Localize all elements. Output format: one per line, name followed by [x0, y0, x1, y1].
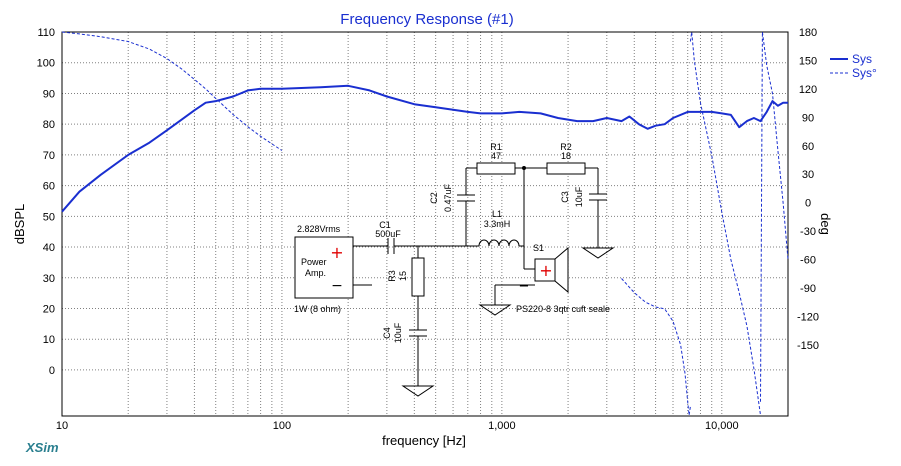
series-line-sys-phase [621, 278, 691, 416]
r1-value: 47 [491, 151, 501, 161]
x-tick-labels: 10 100 1,000 10,000 [56, 420, 739, 432]
y2-tick-label: 60 [802, 141, 814, 153]
power-amp-box [294, 236, 354, 299]
r2-name: R2 [560, 142, 572, 152]
r1-symbol [476, 162, 516, 175]
x-tick-label: 1,000 [488, 420, 516, 432]
y-tick-label: 0 [49, 365, 55, 377]
y-tick-label: 10 [43, 334, 55, 346]
plus-icon: + [539, 261, 552, 280]
r3-symbol [411, 257, 425, 297]
y-tick-label: 100 [37, 58, 55, 70]
r2-symbol [546, 162, 586, 175]
power-amp-label: Amp. [305, 268, 326, 278]
y-tick-label: 30 [43, 273, 55, 285]
l1-symbol [478, 239, 520, 247]
y-tick-label: 60 [43, 181, 55, 193]
c1-name: C1 [379, 220, 391, 230]
y2-tick-label: -120 [797, 311, 819, 323]
c2-name: C2 [429, 192, 439, 204]
x-tick-label: 10,000 [705, 420, 739, 432]
c3-name: C3 [560, 191, 570, 203]
y-tick-label: 80 [43, 119, 55, 131]
x-tick-label: 10 [56, 420, 68, 432]
plus-icon: + [330, 243, 343, 262]
y2-tick-label: -150 [797, 340, 819, 352]
source-voltage-label: 2.828Vrms [297, 224, 341, 234]
y-tick-label: 40 [43, 242, 55, 254]
y-tick-label: 110 [37, 27, 55, 39]
schematic-labels: 2.828Vrms Power Amp. 1W (8 ohm) + − C1 5… [294, 142, 610, 343]
power-amp-label: Power [301, 257, 327, 267]
minus-icon: − [331, 278, 343, 294]
c2-value: 0.47uF [443, 183, 453, 212]
y2-tick-label: -30 [800, 226, 816, 238]
series-line-sys [61, 84, 788, 213]
series-line-sys-phase [760, 31, 789, 402]
y2-tick-label: 0 [805, 198, 811, 210]
chart-title: Frequency Response (#1) [340, 11, 513, 28]
crossover-schematic [294, 162, 615, 397]
source-power-label: 1W (8 ohm) [294, 304, 341, 314]
ground-icon [478, 304, 512, 316]
y-tick-label: 70 [43, 150, 55, 162]
y2-tick-label: -60 [800, 255, 816, 267]
legend-label-sys-phase: Sys° [852, 66, 877, 80]
c4-name: C4 [382, 327, 392, 339]
r2-value: 18 [561, 151, 571, 161]
y2-tick-labels: 180 150 120 90 60 30 0 -30 -60 -90 -120 -150 [797, 27, 819, 352]
junction-dot [522, 166, 526, 170]
y2-axis-label: deg [818, 213, 833, 235]
l1-name: L1 [492, 209, 502, 219]
x-axis-label: frequency [Hz] [382, 433, 466, 448]
y-tick-label: 50 [43, 211, 55, 223]
y2-tick-label: 120 [799, 84, 817, 96]
xsim-logo: XSim [25, 440, 59, 455]
series-line-sys-phase [689, 31, 761, 416]
c1-value: 500uF [375, 229, 401, 239]
minus-icon: − [519, 279, 530, 294]
ground-icon [581, 247, 615, 259]
r3-name: R3 [387, 270, 397, 282]
c3-value: 10uF [574, 186, 584, 207]
series [61, 31, 789, 416]
c4-value: 10uF [393, 322, 403, 343]
y-axis-label: dBSPL [12, 204, 27, 244]
legend-label-sys: Sys [852, 52, 872, 66]
y2-tick-label: 180 [799, 27, 817, 39]
grid [62, 32, 788, 416]
y2-tick-label: 150 [799, 55, 817, 67]
ground-icon [401, 385, 435, 397]
l1-value: 3.3mH [484, 219, 511, 229]
series-line-sys-phase [61, 31, 283, 151]
s1-name: S1 [533, 243, 544, 253]
speaker-cone [554, 246, 569, 294]
r3-value: 15 [398, 271, 408, 281]
y2-tick-label: -90 [800, 283, 816, 295]
r1-name: R1 [490, 142, 502, 152]
speaker-label: PS220-8 3qtr cuft seale [516, 304, 610, 314]
x-tick-label: 100 [273, 420, 291, 432]
legend: Sys Sys° [830, 52, 877, 80]
y2-tick-label: 30 [802, 169, 814, 181]
y2-tick-label: 90 [802, 112, 814, 124]
y-tick-label: 90 [43, 88, 55, 100]
y-tick-label: 20 [43, 303, 55, 315]
plot-frame [61, 31, 789, 417]
